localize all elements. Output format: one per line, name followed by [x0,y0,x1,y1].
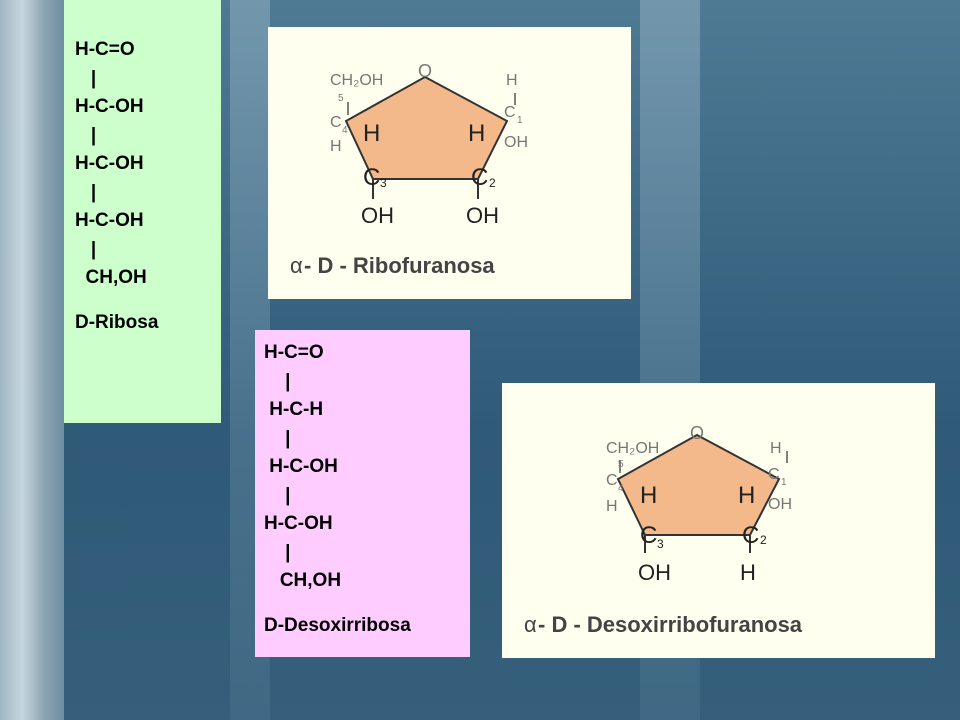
c1-label: C [504,104,516,121]
c2-number: 2 [489,176,496,190]
furanose-ring [616,433,781,536]
chain-row: H-C-H [264,399,324,420]
chain-bond: | [264,484,291,506]
c1-h: H [770,440,782,457]
c5-number: 5 [338,93,344,104]
c1-label: C [768,466,780,483]
chain-row: H-C-OH [264,456,338,477]
chain-bond: | [75,181,97,203]
c2-substituent: H [740,560,756,585]
chain-bond: | [75,67,97,89]
ribofuranose-structure: O CH₂OH 5 C 4 H H C 1 OH H H C 3 C 2 OH … [268,27,631,299]
c3-substituent: OH [361,203,394,228]
c3-h: H [363,120,380,147]
deoxyribose-chain-panel: H-C=O | H-C-H | H-C-OH | H-C-OH | CH,OH … [255,330,470,657]
c4-label: C [330,114,342,131]
chain-row: H-C=O [264,342,324,363]
ribose-chain-panel: H-C=O | H-C-OH | H-C-OH | H-C-OH | CH,OH… [64,0,221,423]
caption-text: - D - Desoxirribofuranosa [538,612,803,637]
chain-row: CH,OH [75,267,147,288]
c3-number: 3 [657,537,664,551]
chain-row: H-C-OH [75,96,144,117]
c4-h: H [606,498,618,515]
c4-label: C [606,472,618,489]
c1-h: H [506,72,518,89]
c3-substituent: OH [638,560,671,585]
c1-number: 1 [781,477,787,488]
deoxyribofuranose-structure: O CH₂OH 5 C 4 H H C 1 OH H H C 3 C 2 OH … [502,383,935,658]
chain-row: H-C=O [75,39,135,60]
ring-oxygen: O [690,423,704,443]
chain-row: H-C-OH [75,153,144,174]
c4-number: 4 [618,483,624,494]
c2-label: C [742,522,759,549]
c2-substituent: OH [466,203,499,228]
deoxyribose-name: D-Desoxirribosa [264,614,411,636]
c2-label: C [471,164,488,191]
c2-h: H [738,482,755,509]
c3-label: C [640,522,657,549]
c5-number: 5 [618,459,624,470]
caption-alpha: α [524,612,537,637]
ch2oh-label: CH₂OH [606,440,659,457]
c3-number: 3 [380,176,387,190]
c1-oh: OH [768,496,792,513]
c2-number: 2 [760,533,767,547]
c4-number: 4 [342,125,348,136]
c4-h: H [330,138,342,155]
ch2oh-label: CH₂OH [330,72,383,89]
caption-alpha: α [290,253,303,278]
ring-oxygen: O [418,61,432,81]
caption-text: - D - Ribofuranosa [304,253,495,278]
c3-h: H [640,482,657,509]
chain-row: CH,OH [264,570,342,591]
c2-h: H [468,120,485,147]
c3-label: C [363,164,380,191]
chain-bond: | [264,370,291,392]
c1-number: 1 [517,115,523,126]
chain-bond: | [75,238,97,260]
chain-bond: | [75,124,97,146]
furanose-ring [344,75,509,180]
chain-bond: | [264,541,291,563]
chain-row: H-C-OH [75,210,144,231]
waterfall-background-left [0,0,64,720]
ribose-name: D-Ribosa [75,311,159,333]
c1-oh: OH [504,134,528,151]
chain-bond: | [264,427,291,449]
chain-row: H-C-OH [264,513,333,534]
